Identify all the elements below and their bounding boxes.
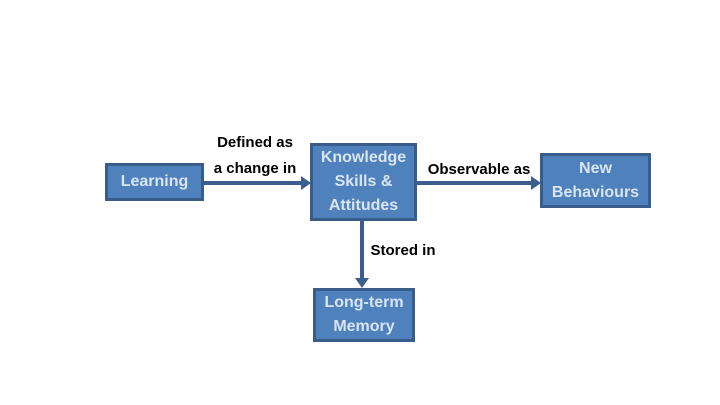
edge-label-defined-as-a-change-in: Defined as a change in bbox=[200, 130, 310, 182]
edge-label-stored-in: Stored in bbox=[370, 242, 436, 259]
node-knowledge-line-2: Skills & bbox=[334, 173, 393, 190]
node-learning-label: Learning bbox=[120, 173, 189, 190]
arrow-knowledge-to-long-term-memory-line bbox=[360, 220, 364, 279]
node-new-behaviours-line-1: New bbox=[579, 159, 612, 177]
node-long-term-memory-line-2: Memory bbox=[333, 318, 395, 335]
node-long-term-memory: Long-term Memory bbox=[313, 288, 415, 342]
arrow-learning-to-knowledge-line bbox=[204, 181, 302, 185]
arrowhead-right-icon bbox=[531, 176, 541, 190]
arrowhead-right-icon bbox=[301, 176, 311, 190]
node-new-behaviours-line-2: Behaviours bbox=[551, 183, 640, 201]
node-knowledge-line-1: Knowledge bbox=[320, 149, 407, 166]
arrowhead-down-icon bbox=[355, 278, 369, 288]
edge-label-line-2: a change in bbox=[213, 160, 297, 177]
node-new-behaviours: New Behaviours bbox=[540, 153, 651, 208]
edge-label-observable-as: Observable as bbox=[427, 161, 531, 178]
arrow-knowledge-to-new-behaviours-line bbox=[417, 181, 532, 185]
node-knowledge-skills-attitudes: Knowledge Skills & Attitudes bbox=[310, 143, 417, 221]
edge-label-line-1: Defined as bbox=[217, 134, 293, 151]
node-knowledge-line-3: Attitudes bbox=[328, 197, 399, 214]
node-long-term-memory-line-1: Long-term bbox=[324, 294, 404, 311]
node-learning: Learning bbox=[105, 163, 204, 201]
